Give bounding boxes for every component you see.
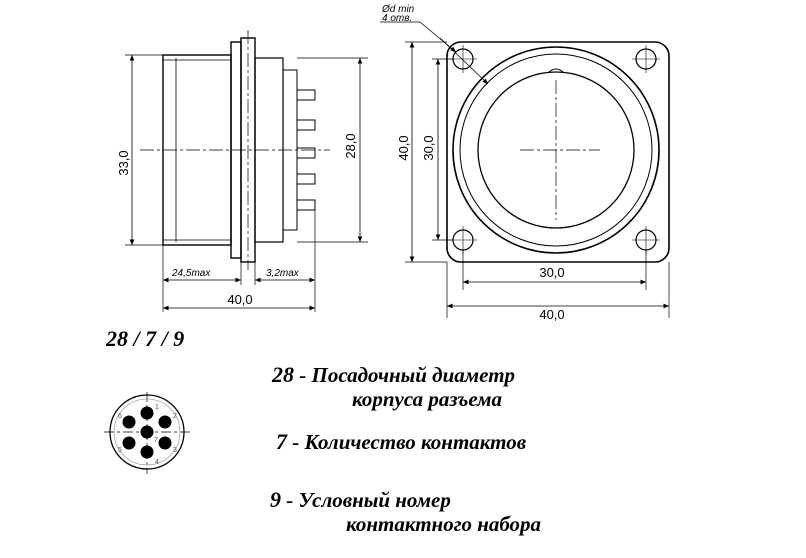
dim-front-height-inner: 30,0 [421, 135, 436, 160]
dim-side-flange: 28,0 [343, 133, 358, 158]
hole-note-line2: 4 отв. [382, 13, 412, 24]
pinout-diagram [104, 392, 190, 474]
dim-side-pin-len: 3,2max [266, 268, 300, 279]
pin-label: 2 [173, 413, 177, 420]
pin-label: 1 [155, 404, 159, 411]
side-view [125, 30, 368, 312]
dim-side-height: 33,0 [116, 150, 131, 175]
legend-number: 7 [276, 429, 287, 454]
legend-number: 28 [272, 362, 294, 387]
pin-label: 3 [173, 447, 177, 454]
legend-separator: - [299, 363, 307, 387]
legend-separator: - [292, 430, 300, 454]
legend-text: Посадочный диаметр [311, 363, 516, 387]
pin-label: 4 [155, 459, 159, 466]
legend-text: Количество контактов [304, 430, 527, 454]
legend-item-diameter-line2: корпуса разъема [352, 387, 503, 411]
dim-front-height-outer: 40,0 [396, 135, 411, 160]
dim-front-width: 40,0 [539, 307, 564, 322]
pin-label: 6 [118, 413, 122, 420]
hole-note-line1: Ød min [381, 4, 415, 15]
pin-label: 7 [154, 437, 158, 444]
legend-number: 9 [270, 487, 281, 512]
mounting-holes [449, 45, 660, 254]
legend-separator: - [286, 488, 294, 512]
dim-front-hole-spacing: 30,0 [539, 265, 564, 280]
legend-item-contacts: 7 - Количество контактов [276, 429, 526, 455]
legend-item-diameter: 28 - Посадочный диаметр [272, 362, 515, 388]
pin-label: 5 [118, 447, 122, 454]
legend-text: Условный номер [298, 488, 451, 512]
legend-item-set-line2: контактного набора [346, 512, 542, 536]
legend-item-set: 9 - Условный номер [270, 487, 451, 513]
dim-side-total: 40,0 [227, 292, 252, 307]
front-view [380, 21, 670, 318]
connector-code: 28 / 7 / 9 [106, 326, 185, 351]
side-pins [297, 89, 316, 211]
dim-side-body-len: 24,5max [171, 268, 211, 279]
pin-numbers: 1 2 3 4 5 6 7 [118, 404, 177, 466]
